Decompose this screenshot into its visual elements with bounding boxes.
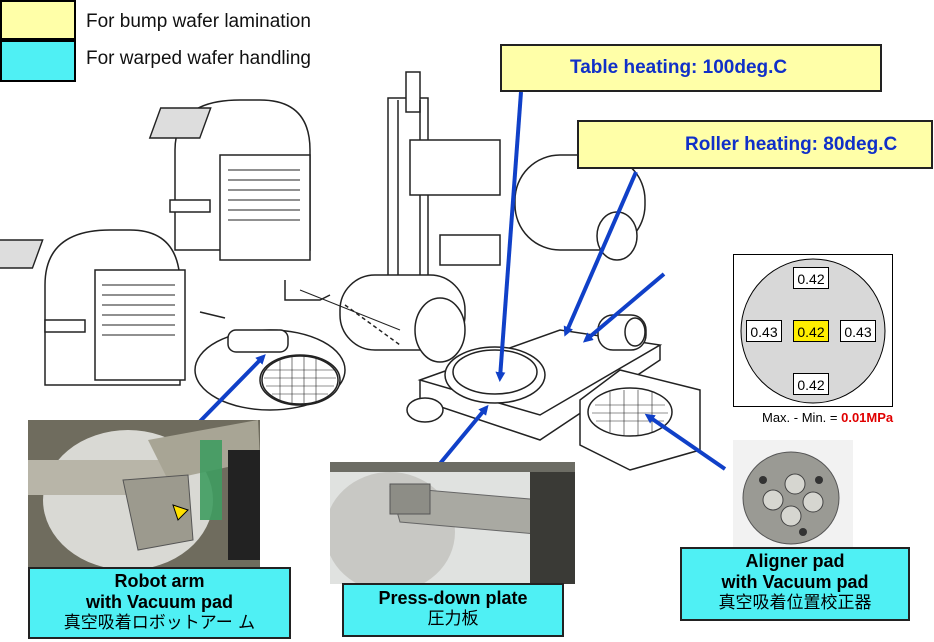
press-plate-label-line1: Press-down plate bbox=[378, 588, 528, 608]
pressure-range-label: Max. - Min. = bbox=[762, 410, 842, 425]
pressure-value-left: 0.43 bbox=[746, 320, 782, 342]
aligner-pad-label-line2: with Vacuum pad bbox=[721, 572, 869, 592]
arrow-roller-heating-2 bbox=[582, 272, 666, 343]
wafer-on-arm bbox=[261, 355, 339, 405]
press-plate-label-jp: 圧力板 bbox=[427, 609, 479, 629]
robot-arm-label-jp: 真空吸着ロボットアー ム bbox=[63, 613, 256, 633]
wafer-cassette-lower bbox=[0, 229, 186, 386]
vertical-column bbox=[387, 71, 501, 284]
arrow-press-plate bbox=[431, 404, 489, 474]
arrow-table-heating bbox=[495, 91, 523, 382]
pressure-range-note: Max. - Min. = 0.01MPa bbox=[762, 410, 893, 425]
table-heating-text: Table heating: 100deg.C bbox=[570, 57, 788, 78]
arrow-roller-heating-1 bbox=[563, 171, 638, 337]
robot-arm-photo bbox=[28, 420, 260, 567]
robot-arm-label-line2: with Vacuum pad bbox=[85, 592, 234, 612]
pressure-value-top: 0.42 bbox=[793, 267, 829, 289]
aligner-station bbox=[579, 369, 701, 471]
arrow-aligner-pad bbox=[644, 413, 727, 471]
aligner-pad-label: Aligner pad with Vacuum pad 真空吸着位置校正器 bbox=[680, 547, 910, 621]
aligner-pad-label-line1: Aligner pad bbox=[745, 551, 845, 571]
press-plate-label: Press-down plate 圧力板 bbox=[342, 583, 564, 637]
press-plate-photo bbox=[330, 462, 575, 584]
roller-small bbox=[597, 314, 647, 351]
pressure-range-value: 0.01MPa bbox=[841, 410, 894, 425]
lamination-table bbox=[406, 329, 663, 441]
robot-arm-label: Robot arm with Vacuum pad 真空吸着ロボットアー ム bbox=[28, 567, 291, 639]
roller-heating-text: Roller heating: 80deg.C bbox=[685, 133, 898, 155]
pressure-map-box: 0.42 0.43 0.42 0.43 0.42 bbox=[733, 254, 893, 407]
legend-label-bump: For bump wafer lamination bbox=[86, 11, 311, 32]
wafer-cassette-upper bbox=[148, 99, 311, 261]
roller-heating-callout: Roller heating: 80deg.C bbox=[577, 120, 933, 169]
roller-front bbox=[339, 274, 466, 363]
table-heating-callout: Table heating: 100deg.C bbox=[500, 44, 882, 92]
legend-swatch-warped bbox=[0, 40, 76, 82]
aligner-pad-photo bbox=[733, 440, 853, 550]
pressure-value-bottom: 0.42 bbox=[793, 373, 829, 395]
robot-arm-label-line1: Robot arm bbox=[114, 571, 205, 591]
legend-swatch-bump bbox=[0, 0, 76, 40]
legend-label-warped: For warped wafer handling bbox=[86, 48, 311, 69]
aligner-pad-label-jp: 真空吸着位置校正器 bbox=[718, 593, 872, 613]
pressure-value-center: 0.42 bbox=[793, 320, 829, 342]
pressure-value-right: 0.43 bbox=[840, 320, 876, 342]
laminator-equipment-drawing bbox=[0, 71, 701, 471]
